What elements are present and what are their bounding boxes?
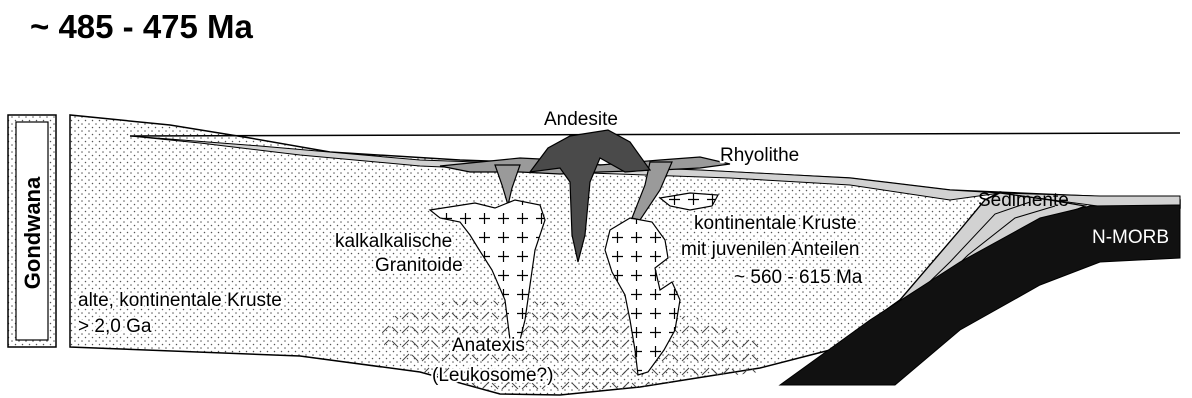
anatexis-label-1: Anatexis [452,335,525,356]
anatexis-label-2: (Leukosome?) [432,365,553,386]
kruste-old-label-1: alte, kontinentale Kruste [78,290,282,311]
nmorb-label: N-MORB [1092,227,1169,248]
granitoide-label-2: Granitoide [375,255,463,276]
gondwana-box: Gondwana [8,115,56,347]
kruste-new-label-3: ~ 560 - 615 Ma [734,267,863,288]
kruste-new-label-2: mit juvenilen Anteilen [681,239,860,260]
gondwana-label: Gondwana [20,176,45,289]
sedimente-label: Sedimente [978,190,1069,211]
rhyolithe-label: Rhyolithe [720,145,799,166]
kruste-old-label-2: > 2,0 Ga [78,316,152,337]
andesite-label: Andesite [544,109,618,130]
surface-line [130,133,1180,136]
kruste-new-label-1: kontinentale Kruste [694,213,857,234]
granitoide-label-1: kalkalkalische [335,231,452,252]
